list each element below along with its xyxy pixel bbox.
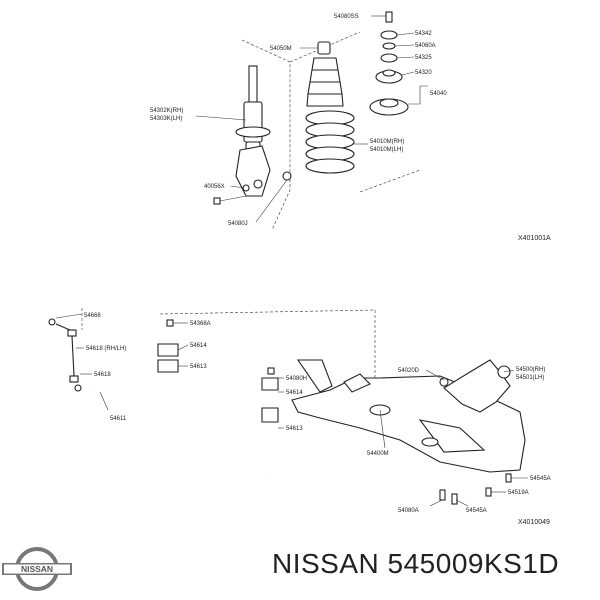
- nut: [282, 171, 292, 181]
- label-54368A: 54368A: [190, 321, 211, 327]
- stabilizer-bar: [91, 377, 270, 480]
- label-54545A-right: 54545A: [530, 476, 551, 482]
- bolt: [213, 195, 247, 205]
- label-54342: 54342: [415, 31, 432, 37]
- label-54080A: 54080A: [398, 508, 419, 514]
- label-54613-lower: 54613: [286, 426, 303, 432]
- label-54060A: 54060A: [415, 43, 436, 49]
- figure-ref-code-top: X401001A: [518, 235, 551, 242]
- label-54613-upper: 54613: [190, 364, 207, 370]
- label-54320: 54320: [415, 70, 432, 76]
- label-54010M-lh: 54010M(LH): [370, 147, 403, 153]
- svg-text:NISSAN: NISSAN: [21, 564, 53, 574]
- label-54400M: 54400M: [367, 451, 389, 457]
- label-54010M-rh: 54010M(RH): [370, 139, 404, 145]
- label-54501-lh: 54501(LH): [516, 375, 544, 381]
- label-54614-lower: 54614: [286, 390, 303, 396]
- strut-assembly-figure: 54080SS 54342 54050M 54060A 54325 54320 …: [150, 11, 551, 242]
- label-54303K: 54303K(LH): [150, 116, 182, 122]
- subframe-figure: 54668 54618 (RH/LH) 54618 54611 54368A 5…: [48, 308, 551, 526]
- label-40056X: 40056X: [204, 184, 225, 190]
- label-54668: 54668: [84, 313, 101, 319]
- stabilizer-link: [48, 318, 82, 392]
- subframe-bolts: [439, 473, 512, 505]
- label-54080H: 54080H: [286, 376, 307, 382]
- top-mount-stack: [369, 11, 409, 116]
- shock-absorber: [235, 65, 271, 197]
- label-54618-rhlh: 54618 (RH/LH): [86, 346, 126, 352]
- label-54080J: 54080J: [228, 221, 248, 227]
- label-54500-rh: 54500(RH): [516, 367, 545, 373]
- label-54325: 54325: [415, 55, 432, 61]
- label-54519A: 54519A: [508, 490, 529, 496]
- label-54614-upper: 54614: [190, 343, 207, 349]
- label-54618: 54618: [94, 372, 111, 378]
- figure-ref-code-bottom: X4010049: [518, 519, 550, 526]
- label-54050M: 54050M: [270, 46, 292, 52]
- nissan-logo: NISSAN: [2, 547, 72, 591]
- stabilizer-bushing: [157, 343, 279, 423]
- label-54080SS: 54080SS: [334, 14, 359, 20]
- label-54302K: 54302K(RH): [150, 108, 183, 114]
- label-54020D: 54020D: [398, 368, 420, 374]
- label-54040: 54040: [430, 91, 447, 97]
- part-number-title: NISSAN 545009KS1D: [272, 548, 560, 579]
- coil-spring: [305, 110, 355, 174]
- label-54611: 54611: [110, 416, 127, 422]
- label-54545A-bottom: 54545A: [466, 508, 487, 514]
- bump-boot: [306, 41, 344, 107]
